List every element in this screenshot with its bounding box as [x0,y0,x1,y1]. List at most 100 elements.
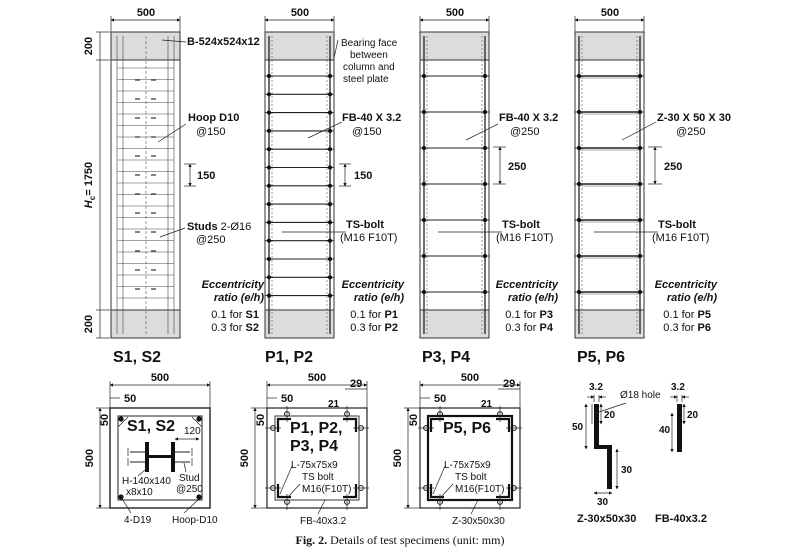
angle-label: L-75x75x9 [444,460,491,471]
leader-line [161,39,187,43]
leader-line [465,123,499,141]
top-concrete-block [264,31,335,61]
dim-29-label: 29 [350,378,362,390]
height-label: Hc= 1750 [83,162,97,208]
bottom-concrete-block [264,309,335,339]
corner-rebar [118,416,124,422]
case-2: 0.3 for P2 [350,322,398,334]
dim-50-label: 50 [281,393,293,405]
leader-line [120,496,132,514]
dim-250-label: 250 [664,161,682,173]
case-1: 0.1 for P3 [505,309,553,321]
column-body [110,59,181,311]
bolt-title: TS-bolt [502,219,540,231]
dim-29-label: 29 [503,378,515,390]
bearing-line4: steel plate [343,74,389,85]
dim-21-label: 21 [481,399,493,410]
leader-line [183,499,199,514]
section-p1-p4: 500 50 29 21 500 50 P1, P2, P3, P4 [239,372,369,527]
h-line1: H-140x140 [122,476,171,487]
section-s1-s2: 500 50 500 50 120 S1, S2 H-140x140 x8 [84,372,218,526]
connector-details: 3.2 20 Ø18 hole 50 30 30 Z-30x50x30 3.2 … [572,382,707,525]
leader-line [432,465,446,495]
hoop-title: Hoop D10 [188,112,239,124]
leader-line [440,483,454,498]
dim-50-label: 50 [124,393,136,405]
z-detail-label: Z-30x50x30 [577,513,636,525]
steel-jacket [575,36,644,334]
section-title-line2: P3, P4 [290,438,338,455]
hoop [117,415,203,501]
corner-rebar [196,494,202,500]
elevation-p3-p4: 500 FB-40 X 3.2 @250 250 TS-bolt (M16 F1… [419,7,559,366]
dim-500-label: 500 [601,7,619,19]
dim-30-z-vertical: 30 [621,465,633,476]
dim-120-label: 120 [184,426,201,437]
case-1: 0.1 for P1 [350,309,398,321]
leader-line [470,499,479,515]
ecc-line2: ratio (e/h) [667,292,717,304]
section-p5-p6: 500 50 29 21 500 50 P5, P6 L- [392,372,522,527]
column-body [574,59,645,311]
bottom-concrete-block [110,309,181,339]
plate-label: B-524x524x12 [187,36,260,48]
dim-3-2-fb: 3.2 [671,382,685,393]
bolt-line2: M16(F10T) [455,484,504,495]
dim-50-z: 50 [572,422,584,433]
case-1: 0.1 for S1 [211,309,259,321]
bottom-concrete-block [574,309,645,339]
hoop-hook [117,416,129,428]
hoop-hook [191,416,203,428]
leader-line [159,227,186,238]
elevation-label: P3, P4 [422,349,470,366]
h-steel-web [149,455,171,458]
elevation-p5-p6: 500 Z-30 X 50 X 30 @250 250 TS-bolt (M16… [574,7,731,366]
ecc-line2: ratio (e/h) [508,292,558,304]
dim-500-label: 500 [291,7,309,19]
fb-detail-label: FB-40x3.2 [655,513,707,525]
dim-150-label: 150 [354,170,372,182]
hoop-spacing: @150 [196,126,226,138]
leader-line [157,123,187,143]
rebar-cage [116,36,175,334]
dim-500-label: 500 [446,7,464,19]
bolt-line2: M16(F10T) [302,484,351,495]
dim-3-2-z: 3.2 [589,382,603,393]
case-2: 0.3 for P4 [505,322,554,334]
dim-500-vertical: 500 [239,449,251,467]
case-1: 0.1 for P5 [663,309,711,321]
leader-line [333,39,339,59]
dim-150-label: 150 [197,170,215,182]
bolt-spec: (M16 F10T) [340,232,397,244]
fb-title: FB-40 X 3.2 [499,112,558,124]
ecc-line1: Eccentricity [342,279,405,291]
dim-50-vertical: 50 [99,414,111,426]
ecc-line1: Eccentricity [202,279,265,291]
ecc-line2: ratio (e/h) [214,292,264,304]
elevation-p1-p2: 500 Bearing face between column and stee… [264,7,405,366]
z-section-jacket [426,414,514,502]
dim-50-vertical: 50 [408,414,420,426]
stud-line2: @250 [176,484,203,495]
top-concrete-block [110,31,181,61]
bolt-spec: (M16 F10T) [496,232,553,244]
elevation-label: P1, P2 [265,349,313,366]
leader-line [595,402,627,414]
leader-line [317,499,326,515]
hole-label: Ø18 hole [620,390,661,401]
dim-500-vertical: 500 [84,449,96,467]
leader-line [621,121,657,141]
elevation-label: P5, P6 [577,349,625,366]
dim-500-label: 500 [308,372,326,384]
stud-line1: Stud [179,473,200,484]
dim-500-label: 500 [151,372,169,384]
fb-spacing: @150 [352,126,382,138]
bearing-line3: column and [343,62,395,73]
dim-50-vertical: 50 [255,414,267,426]
figure-caption: Fig. 2. Details of test specimens (unit:… [296,533,505,547]
studs-label: Studs 2-Ø16 [187,221,251,233]
column-body [419,59,490,311]
dim-500-label: 500 [137,7,155,19]
